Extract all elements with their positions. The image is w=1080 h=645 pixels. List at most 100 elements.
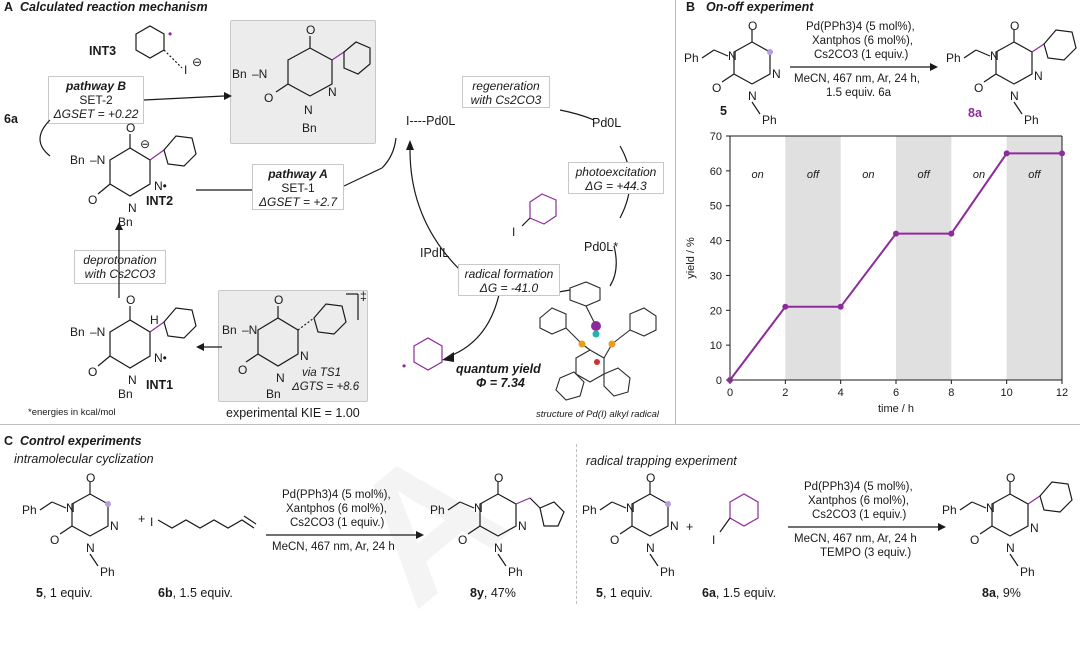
svg-text:O: O [1006, 471, 1015, 485]
svg-text:I: I [150, 515, 153, 529]
svg-text:O: O [974, 81, 983, 95]
svg-text:•: • [168, 27, 172, 41]
svg-text:O: O [264, 91, 273, 105]
deprot-line-1: deprotonation [83, 253, 157, 267]
svg-text:O: O [646, 471, 655, 485]
data-point-5 [1003, 150, 1010, 157]
svg-text:H: H [150, 313, 159, 327]
svg-text:N: N [276, 371, 285, 385]
product-box [230, 20, 376, 144]
x-tick-label-6: 12 [1056, 387, 1068, 399]
pd0l-label: Pd0L [592, 116, 622, 130]
y-tick-label-2: 20 [710, 305, 722, 317]
svg-text:Bn: Bn [70, 153, 85, 167]
svg-text:Bn: Bn [266, 387, 281, 401]
panel-c-divider [576, 444, 577, 604]
c2-cond-2: TEMPO (3 equiv.) [820, 547, 912, 559]
pathway-a-set: SET-1 [281, 181, 315, 195]
off-label-0: off [807, 169, 820, 181]
c-reagent-2: Xantphos (6 mol%), [286, 503, 387, 515]
x-tick-label-1: 2 [782, 387, 788, 399]
svg-text:O: O [126, 293, 135, 307]
x-tick-label-4: 8 [948, 387, 954, 399]
regeneration-box: regeneration with Cs2CO3 [462, 76, 550, 108]
regen-line-2: with Cs2CO3 [470, 93, 542, 107]
data-point-0 [727, 377, 733, 383]
svg-text:I: I [512, 225, 515, 239]
svg-text:Ph: Ph [684, 51, 699, 65]
deprotonation-box: deprotonation with Cs2CO3 [74, 250, 166, 284]
svg-text:N: N [328, 85, 337, 99]
i-pd-complex: I----Pd0L [406, 114, 456, 128]
catalytic-cycle-arrows [406, 109, 631, 362]
svg-text:Ph: Ph [22, 503, 37, 517]
c2-cond-1: MeCN, 467 nm, Ar, 24 h [794, 533, 917, 545]
svg-text:O: O [458, 533, 467, 547]
svg-text:–N: –N [252, 67, 267, 81]
pathway-a-box: pathway A SET-1 ΔGSET = +2.7 [252, 164, 344, 210]
svg-text:N: N [1030, 521, 1039, 535]
svg-text:N: N [986, 501, 995, 515]
svg-text:⊖: ⊖ [140, 137, 150, 151]
arrow-deprotonation [115, 222, 123, 298]
data-point-1 [782, 303, 789, 310]
int1-structure: O O Bn–N N• N Bn H [70, 293, 197, 401]
data-point-2 [837, 303, 844, 310]
c-label-6a: 6a, 1.5 equiv. [702, 586, 777, 600]
svg-text:Ph: Ph [942, 503, 957, 517]
x-tick-label-3: 6 [893, 387, 899, 399]
svg-text:Bn: Bn [302, 121, 317, 135]
svg-text:O: O [712, 81, 721, 95]
iodocyclohexane-cycle: I [512, 193, 557, 239]
c-plus-2: + [686, 520, 694, 534]
c-compound-8a: O O Ph N N N Ph [942, 471, 1073, 579]
c-label-8a: 8a, 9% [982, 586, 1021, 600]
onoff-reagent-1: Pd(PPh3)4 (5 mol%), [806, 21, 915, 33]
svg-text:Bn: Bn [118, 215, 133, 229]
svg-text:Ph: Ph [100, 565, 115, 579]
svg-text:O: O [610, 533, 619, 547]
data-point-6 [1059, 150, 1065, 157]
c-label-6b: 6b, 1.5 equiv. [158, 586, 233, 600]
onoff-reagent-2: Xantphos (6 mol%), [812, 35, 913, 47]
svg-text:N: N [646, 541, 655, 555]
svg-text:Ph: Ph [762, 113, 777, 127]
arrow-curve-6a [39, 119, 51, 157]
c-arrow-2 [788, 523, 946, 531]
compound-5-label: 5 [720, 104, 727, 118]
svg-text:N: N [670, 519, 679, 533]
panel-b-label: B [686, 0, 696, 14]
svg-text:Ph: Ph [1020, 565, 1035, 579]
svg-text:N: N [626, 501, 635, 515]
c-compound-6a: I [712, 493, 759, 547]
photoexcitation-box: photoexcitation ΔG = +44.3 [568, 162, 664, 194]
y-tick-label-3: 30 [710, 270, 722, 282]
bn-label: Bn [232, 67, 247, 81]
int3-label: INT3 [89, 44, 117, 58]
svg-text:–N: –N [242, 323, 257, 337]
c-label-8y: 8y, 47% [470, 586, 516, 600]
c2-reagent-1: Pd(PPh3)4 (5 mol%), [804, 481, 913, 493]
svg-text:N: N [474, 501, 483, 515]
svg-text:N: N [1034, 69, 1043, 83]
onoff-cond-2: 1.5 equiv. 6a [826, 87, 892, 99]
svg-text:Ph: Ph [1024, 113, 1039, 127]
arrow-ts1-int1 [196, 343, 222, 351]
svg-text:N: N [128, 373, 137, 387]
svg-text:N: N [66, 501, 75, 515]
off-band-2 [1006, 136, 1062, 380]
x-axis-label: time / h [878, 403, 914, 415]
svg-text:O: O [970, 533, 979, 547]
x-tick-label-0: 0 [727, 387, 733, 399]
svg-text:N: N [1006, 541, 1015, 555]
svg-text:Bn: Bn [118, 387, 133, 401]
photo-line-1: photoexcitation [575, 165, 657, 179]
x-tick-label-2: 4 [838, 387, 844, 399]
pathway-b-dg: ΔGSET = +0.22 [53, 107, 139, 121]
product-structure: O O Bn –N N N Bn [232, 23, 371, 135]
on-label-2: on [973, 169, 985, 181]
panel-b-title: On-off experiment [706, 0, 814, 14]
c-compound-6b: I [150, 515, 257, 529]
y-tick-label-6: 60 [710, 166, 722, 178]
arrow-pathway-b [143, 92, 232, 101]
